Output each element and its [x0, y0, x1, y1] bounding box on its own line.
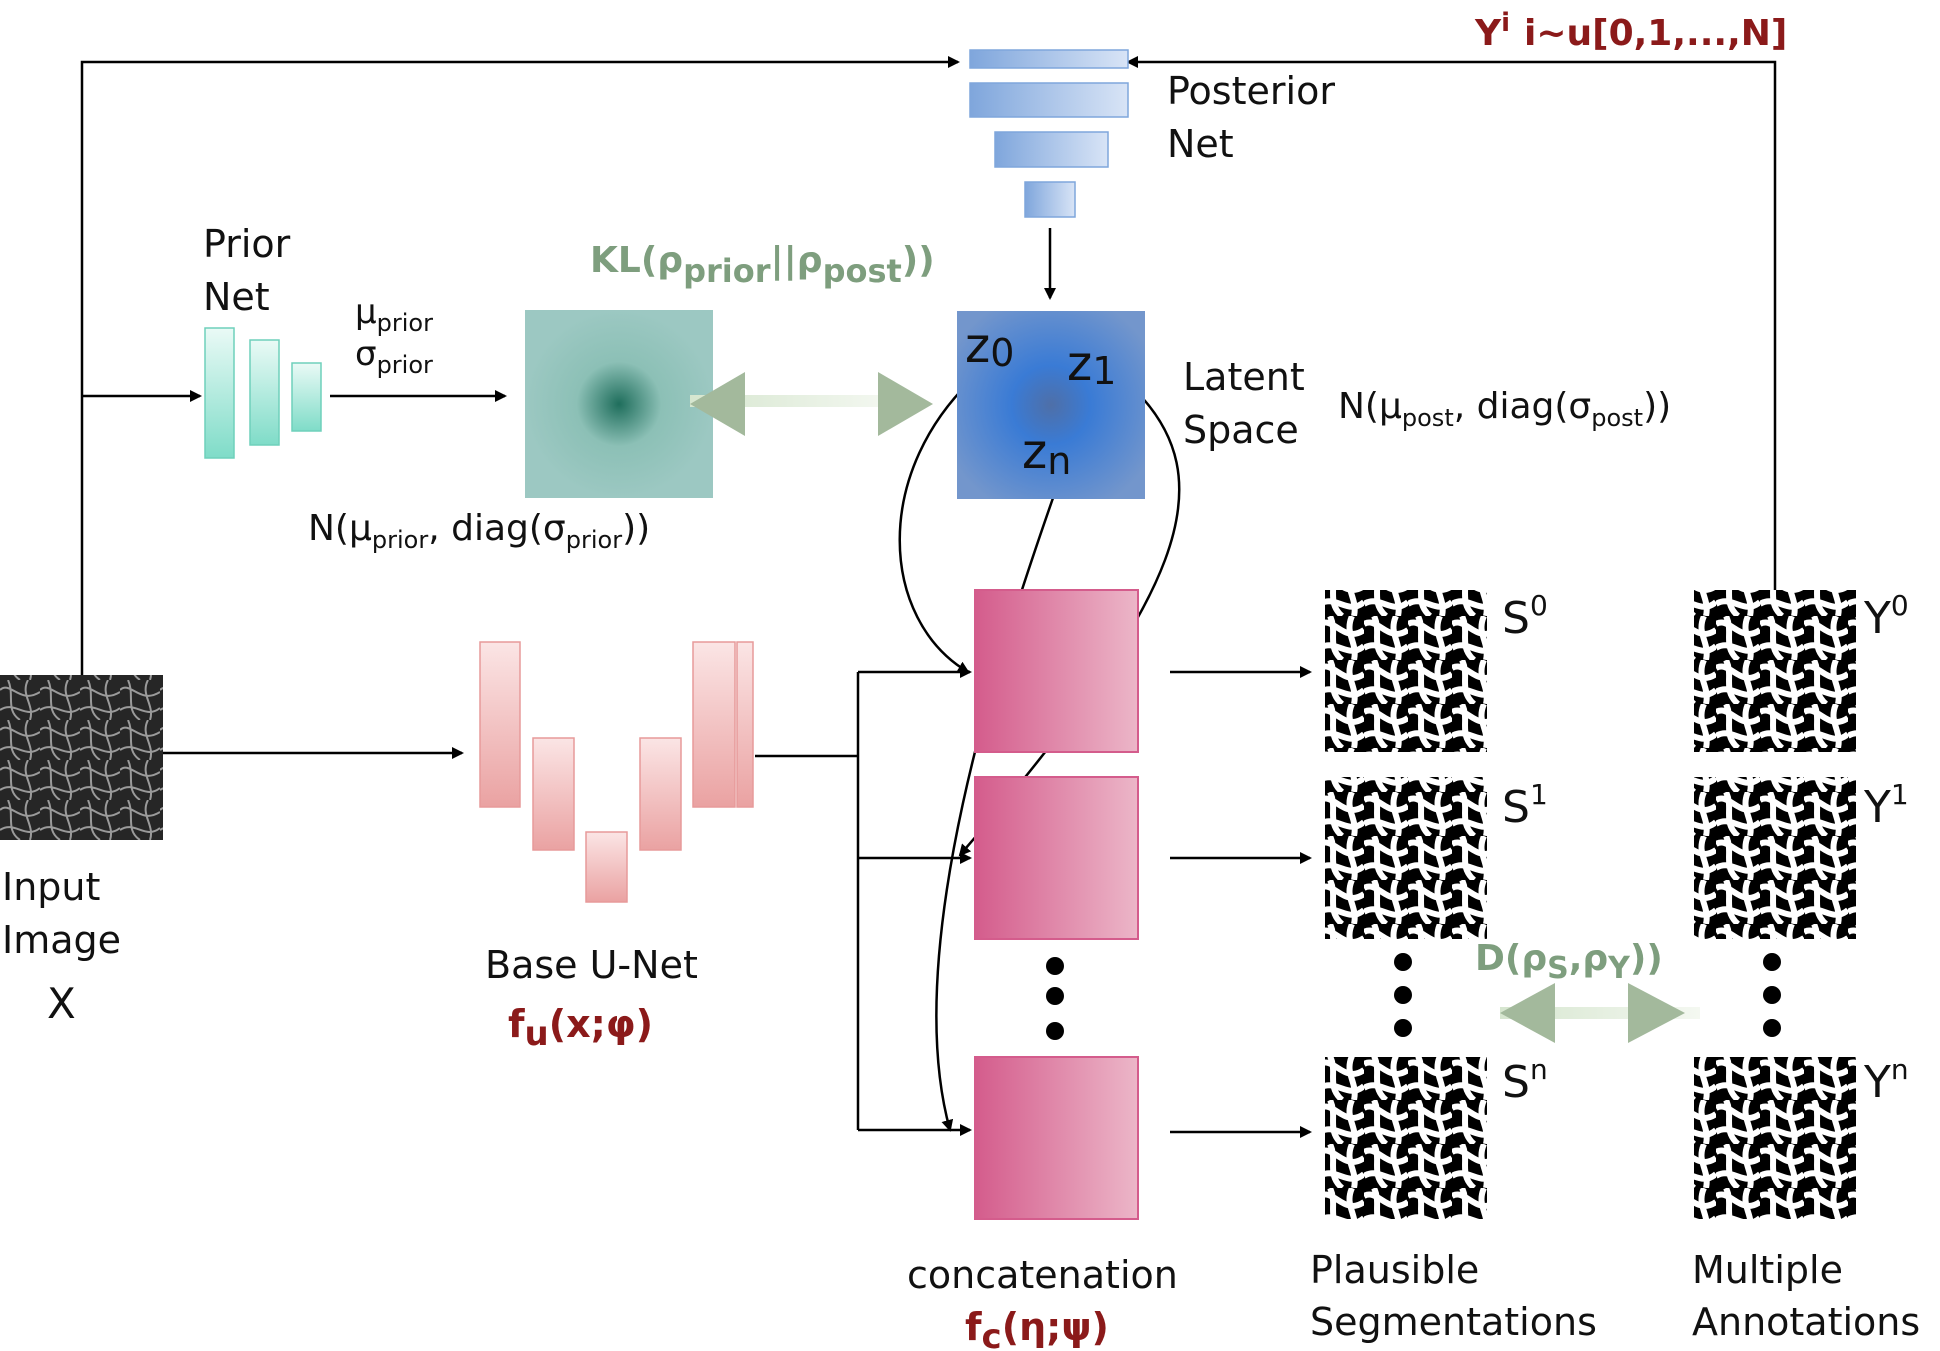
prior-mu: μprior	[355, 292, 433, 337]
segmentation-label-0: S0	[1502, 589, 1548, 644]
prior-distribution	[525, 310, 713, 498]
concat-function: fc(η;ψ)	[965, 1305, 1109, 1351]
input-symbol: X	[47, 979, 76, 1028]
input-label-line1: Input	[2, 865, 100, 909]
prior-net-label-line2: Net	[203, 275, 270, 319]
annotations-label-line1: Multiple	[1692, 1248, 1843, 1292]
prior-distribution-label: N(μprior, diag(σprior))	[308, 508, 650, 554]
divergence-double-arrow	[1500, 983, 1700, 1043]
segmentation-label-n: Sn	[1502, 1053, 1548, 1108]
concat-label: concatenation	[907, 1253, 1178, 1297]
unet-function: fu(x;φ)	[508, 1002, 653, 1054]
prior-net-block	[204, 327, 322, 459]
segmentations-label-line1: Plausible	[1310, 1248, 1479, 1292]
input-label-line2: Image	[2, 918, 121, 962]
annotation-images	[1694, 590, 1856, 1219]
annotation-label-n: Yn	[1863, 1053, 1909, 1108]
unet-block	[479, 641, 754, 903]
latent-z1: z1	[1067, 336, 1116, 393]
segmentation-images	[1325, 590, 1487, 1219]
posterior-net-label-line2: Net	[1167, 122, 1234, 166]
posterior-net-label-line1: Posterior	[1167, 69, 1335, 113]
prior-net-label-line1: Prior	[203, 222, 291, 266]
annotation-label-1: Y1	[1863, 778, 1909, 833]
latent-label-line1: Latent	[1183, 355, 1305, 399]
kl-divergence-label: KL(ρprior||ρpost))	[590, 240, 935, 290]
concat-blocks	[974, 589, 1139, 1220]
annotations-label-line2: Annotations	[1692, 1300, 1920, 1344]
connectors	[80, 56, 1777, 1138]
latent-label-line2: Space	[1183, 408, 1299, 452]
input-image	[0, 675, 163, 840]
posterior-distribution-label: N(μpost, diag(σpost))	[1338, 386, 1671, 432]
latent-z0: z0	[965, 318, 1014, 375]
posterior-net-block	[969, 49, 1129, 218]
annotation-label-0: Y0	[1863, 589, 1909, 644]
latent-zn: zn	[1022, 424, 1071, 483]
prior-sigma: σprior	[355, 334, 433, 379]
divergence-label: D(ρS,ρY))	[1475, 938, 1663, 986]
kl-double-arrow	[690, 372, 933, 436]
segmentation-label-1: S1	[1502, 778, 1548, 833]
segmentations-label-line2: Segmentations	[1310, 1300, 1597, 1344]
latent-space	[957, 311, 1145, 499]
unet-label: Base U-Net	[485, 943, 698, 987]
